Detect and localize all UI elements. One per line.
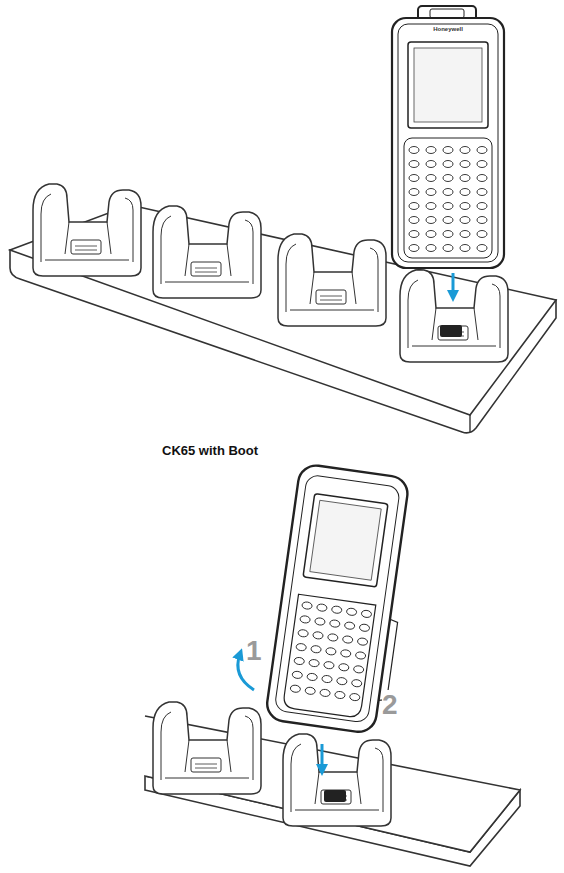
key xyxy=(426,231,436,238)
key xyxy=(325,647,336,655)
key xyxy=(477,245,487,252)
key xyxy=(296,643,307,651)
key xyxy=(309,659,320,667)
key xyxy=(351,679,362,687)
key xyxy=(409,161,419,168)
key xyxy=(426,189,436,196)
key xyxy=(322,675,333,683)
figure-caption: CK65 with Boot xyxy=(162,444,258,458)
insert-arrow xyxy=(321,744,324,770)
key xyxy=(355,651,366,659)
key xyxy=(443,231,453,238)
key xyxy=(302,601,313,609)
key xyxy=(346,608,357,616)
key xyxy=(460,203,470,210)
key xyxy=(443,217,453,224)
key xyxy=(344,622,355,630)
brand-logo: Honeywell xyxy=(433,26,463,33)
key xyxy=(324,661,335,669)
key xyxy=(477,189,487,196)
key xyxy=(361,610,372,618)
key xyxy=(311,645,322,653)
key xyxy=(327,633,338,641)
key xyxy=(426,147,436,154)
key xyxy=(477,217,487,224)
key xyxy=(409,189,419,196)
key xyxy=(353,665,364,673)
key xyxy=(292,671,303,679)
key xyxy=(357,637,368,645)
key xyxy=(409,147,419,154)
key xyxy=(294,657,305,665)
key xyxy=(460,175,470,182)
key xyxy=(359,624,370,632)
key xyxy=(477,203,487,210)
key xyxy=(477,161,487,168)
key xyxy=(443,161,453,168)
key xyxy=(409,203,419,210)
key xyxy=(315,617,326,625)
key xyxy=(409,245,419,252)
key xyxy=(290,685,301,693)
key xyxy=(460,245,470,252)
key xyxy=(477,231,487,238)
key xyxy=(336,677,347,685)
key xyxy=(342,635,353,643)
key xyxy=(426,245,436,252)
mobile-computer xyxy=(392,6,504,268)
key xyxy=(316,603,327,611)
key xyxy=(340,649,351,657)
key xyxy=(305,687,316,695)
key xyxy=(443,175,453,182)
insert-arrow xyxy=(452,273,455,296)
key xyxy=(460,231,470,238)
key xyxy=(300,615,311,623)
key xyxy=(443,147,453,154)
key xyxy=(331,606,342,614)
key xyxy=(338,663,349,671)
callout-number: 2 xyxy=(382,690,398,721)
key xyxy=(307,673,318,681)
key xyxy=(460,189,470,196)
key xyxy=(426,217,436,224)
key xyxy=(298,629,309,637)
key xyxy=(329,619,340,627)
key xyxy=(477,147,487,154)
key xyxy=(460,217,470,224)
key xyxy=(409,175,419,182)
key xyxy=(477,175,487,182)
key xyxy=(409,231,419,238)
key xyxy=(443,203,453,210)
key xyxy=(320,689,331,697)
key xyxy=(409,217,419,224)
key xyxy=(460,161,470,168)
key xyxy=(426,161,436,168)
key xyxy=(334,691,345,699)
key xyxy=(443,245,453,252)
connector-pad xyxy=(440,325,462,337)
mobile-computer-with-boot xyxy=(265,463,418,735)
key xyxy=(426,175,436,182)
callout-number: 1 xyxy=(246,636,262,667)
connector-pad xyxy=(324,790,346,802)
key xyxy=(443,189,453,196)
key xyxy=(426,203,436,210)
key xyxy=(313,631,324,639)
key xyxy=(349,693,360,701)
key xyxy=(460,147,470,154)
